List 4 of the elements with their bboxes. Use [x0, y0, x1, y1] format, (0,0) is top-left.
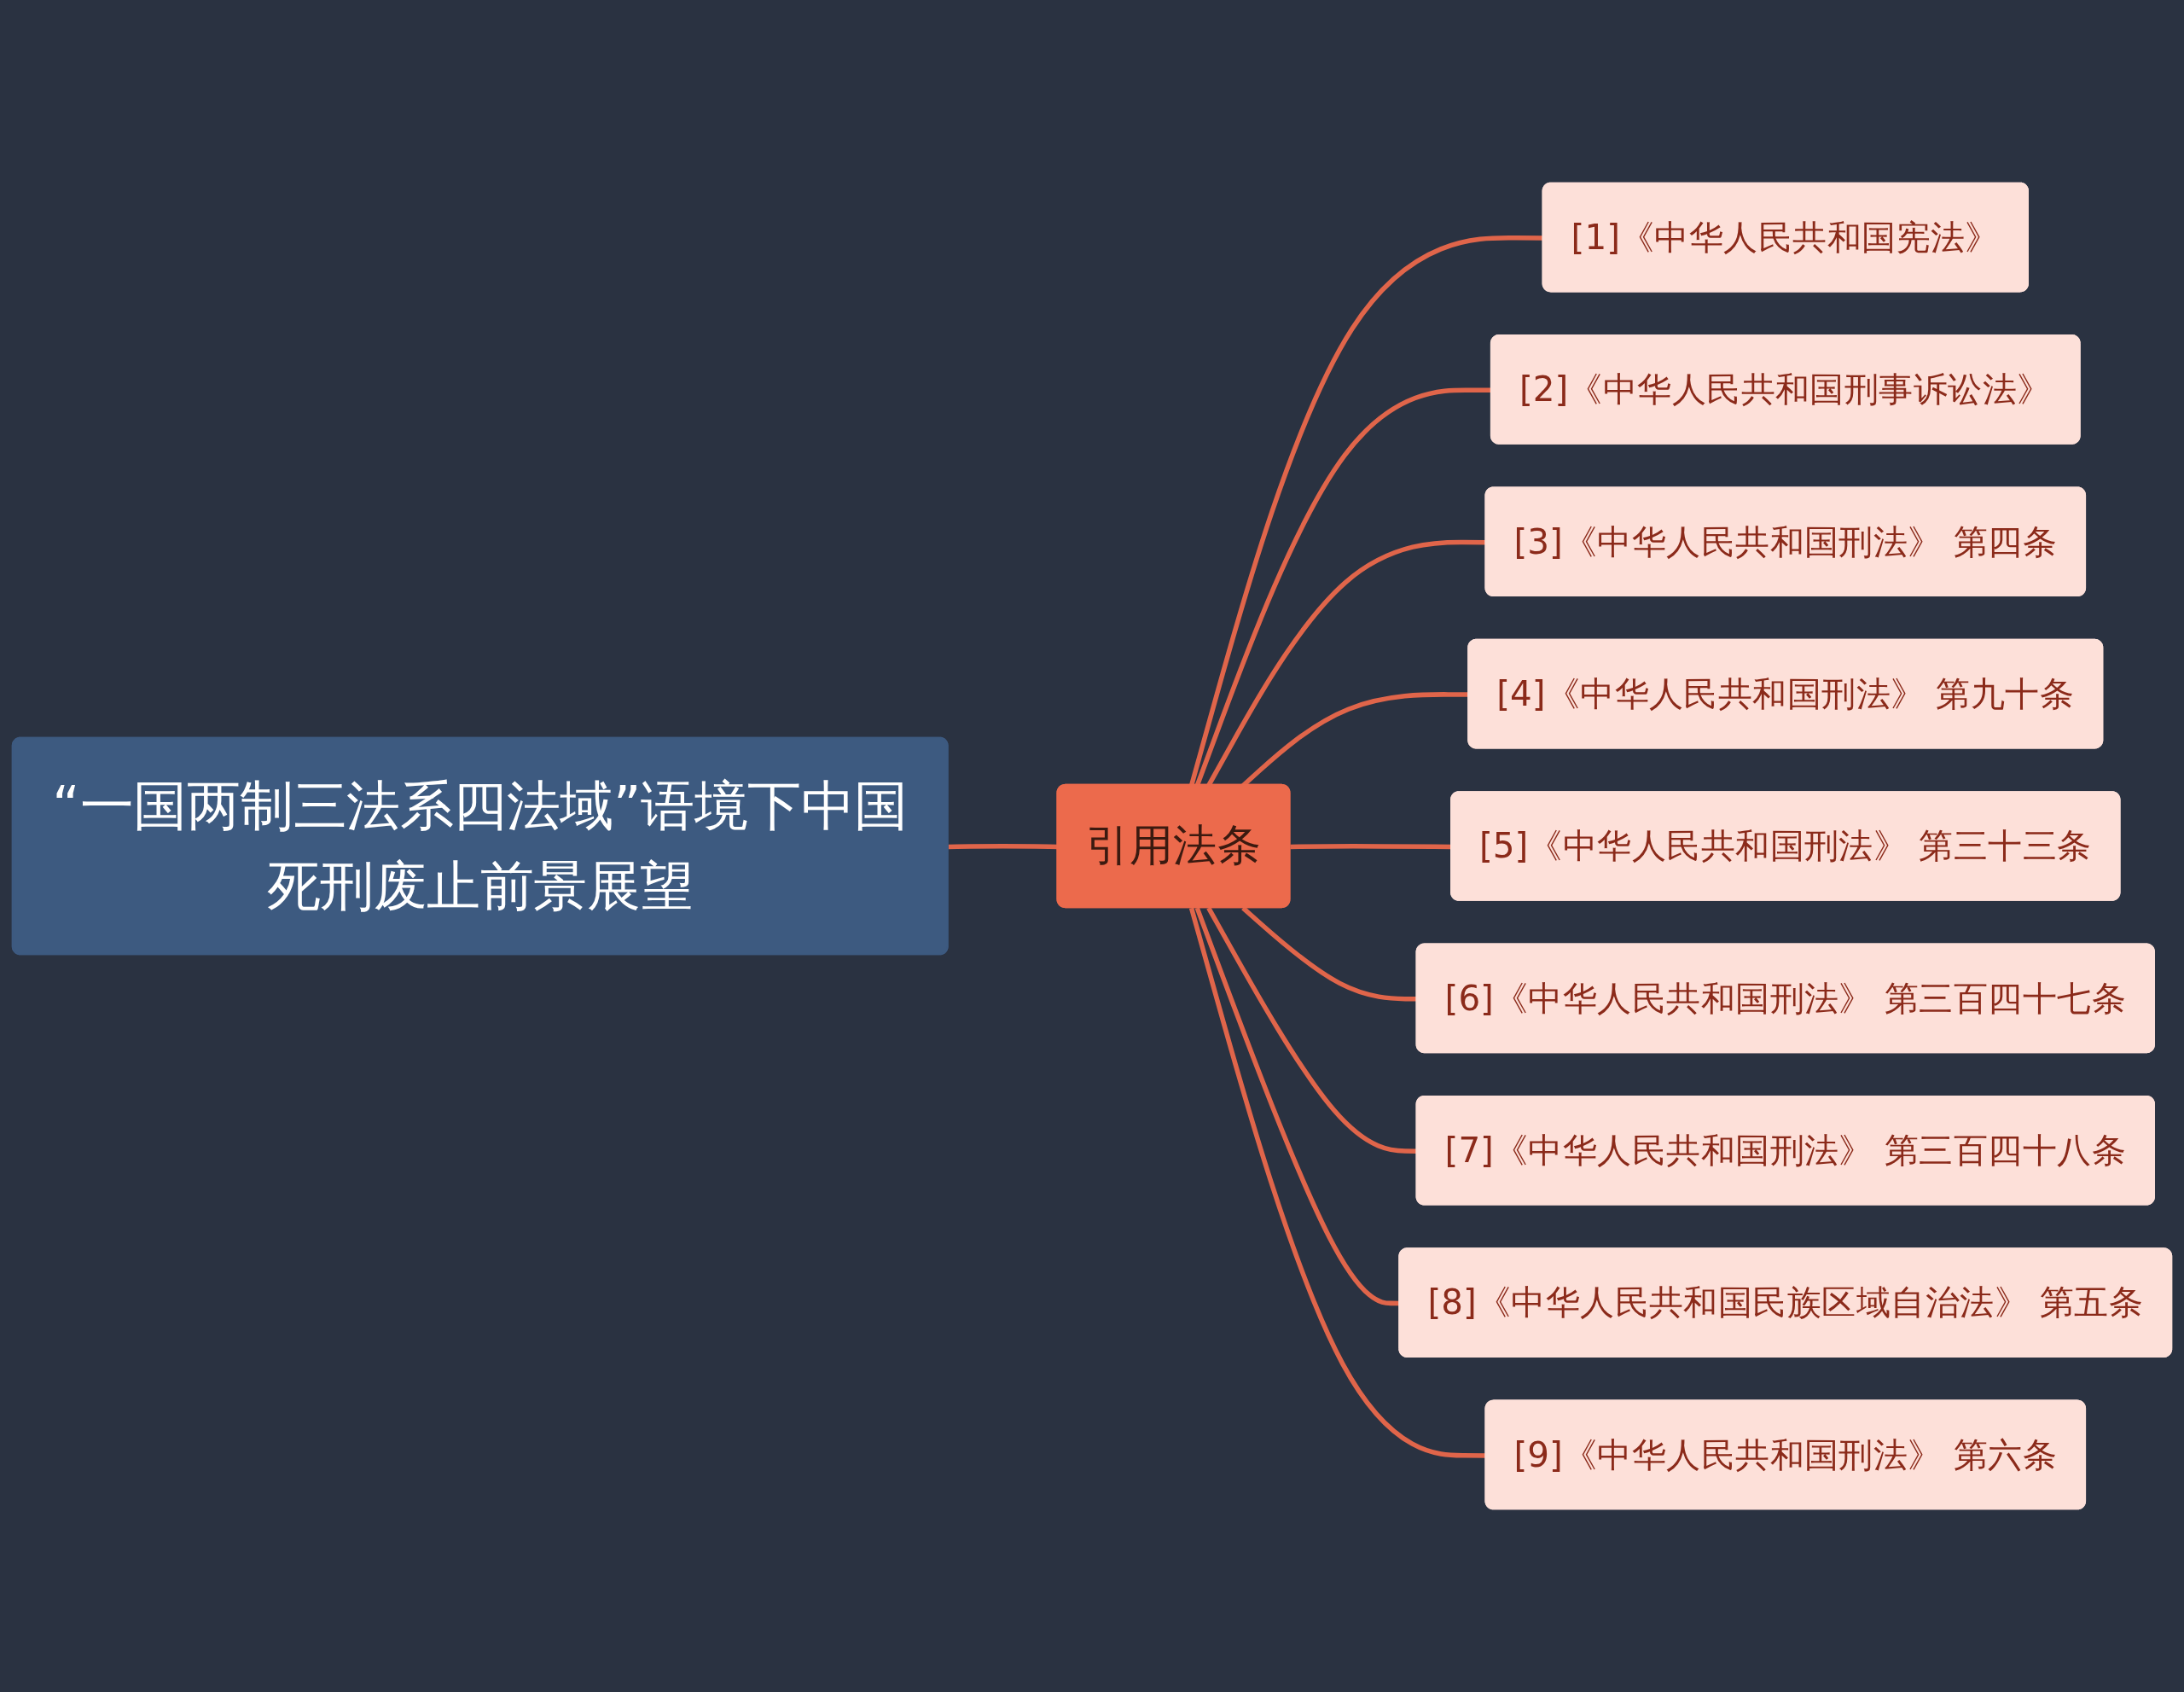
connector [948, 844, 1059, 850]
connector [1241, 906, 1418, 1002]
connector [1206, 906, 1418, 1154]
connector [1290, 844, 1452, 850]
